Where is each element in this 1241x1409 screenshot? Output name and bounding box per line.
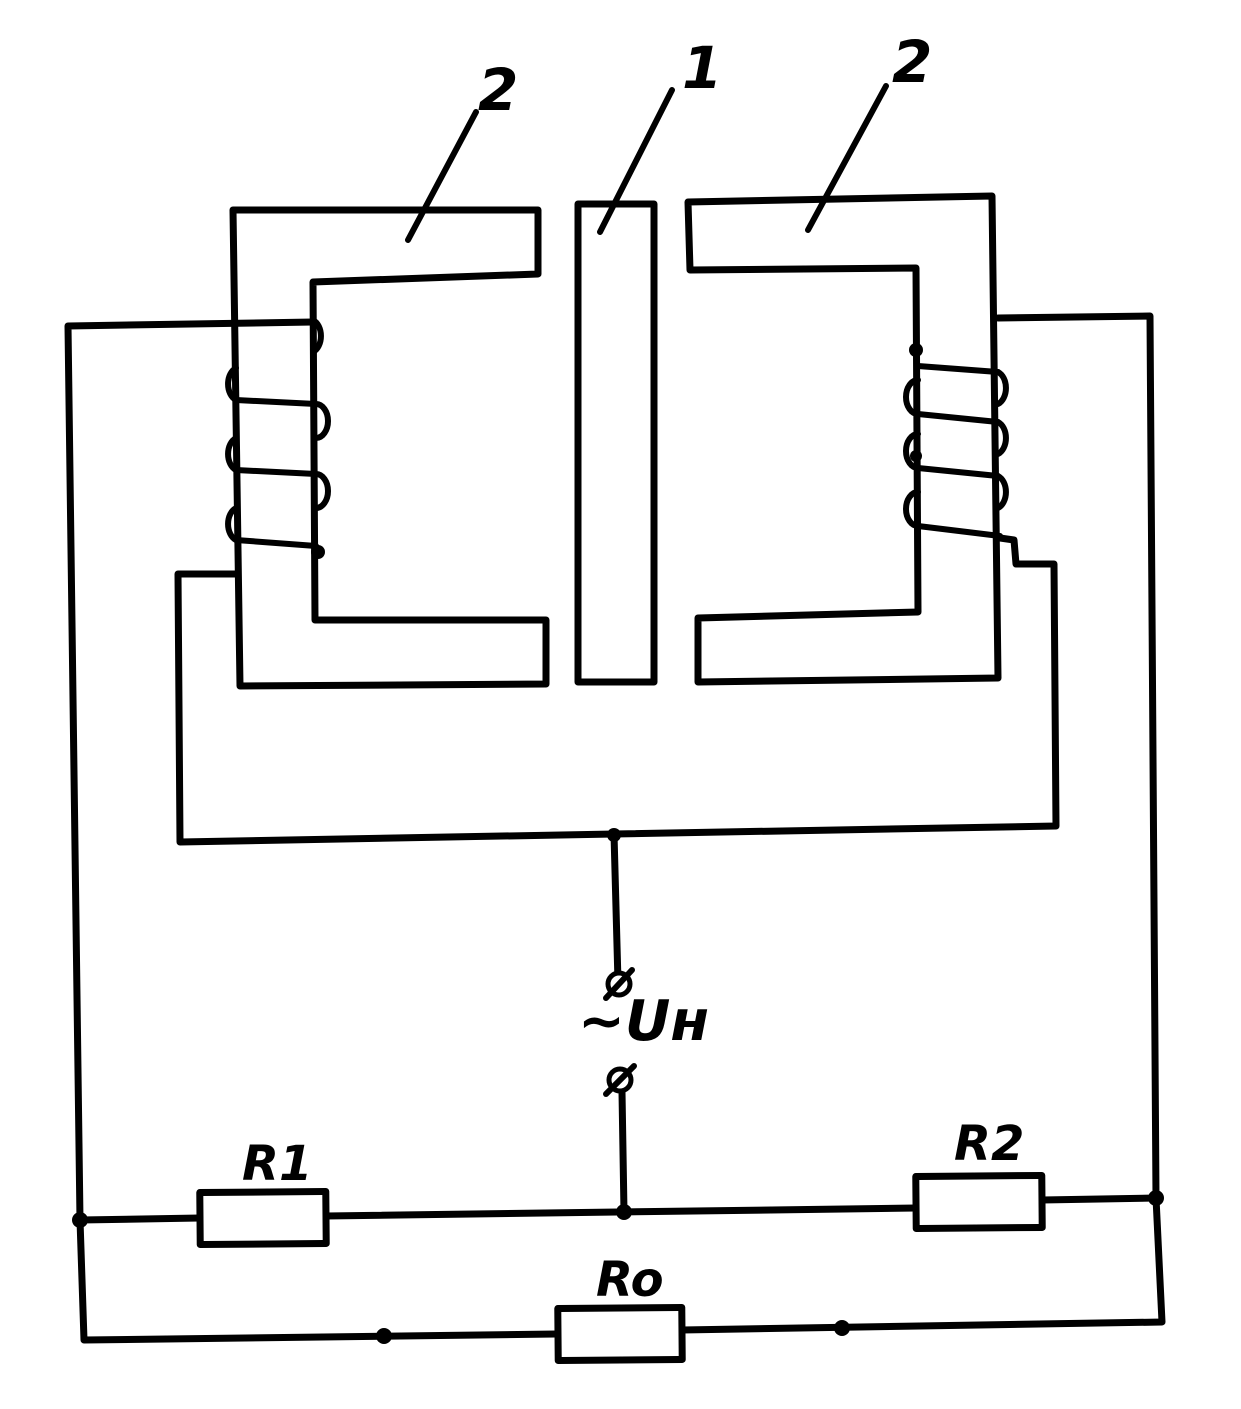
label-ro: Ro (596, 1252, 664, 1308)
left-winding (225, 317, 331, 559)
wire-r1-r2-row (76, 1194, 1160, 1224)
wire-source-to-node (618, 1088, 628, 1216)
leader-right-core (805, 83, 889, 233)
left-core (229, 206, 550, 690)
armature-bar (574, 200, 658, 686)
label-r1: R1 (242, 1136, 312, 1192)
resistor-r1 (196, 1187, 330, 1249)
wire-right-outer (994, 312, 1160, 1202)
resistor-r2 (912, 1171, 1046, 1233)
right-winding (903, 343, 1009, 539)
label-right-core: 2 (892, 28, 932, 96)
leader-left-core (405, 109, 479, 243)
wire-bottom-loop (174, 534, 1060, 846)
leader-armature (597, 87, 675, 235)
source-label: ~Uн (578, 989, 709, 1054)
label-armature: 1 (682, 34, 722, 102)
label-r2: R2 (954, 1116, 1024, 1172)
wire-to-source (610, 830, 622, 986)
right-core (684, 192, 1002, 686)
resistor-ro (554, 1303, 686, 1365)
label-left-core: 2 (478, 56, 518, 124)
wire-left-outer (64, 318, 317, 1224)
